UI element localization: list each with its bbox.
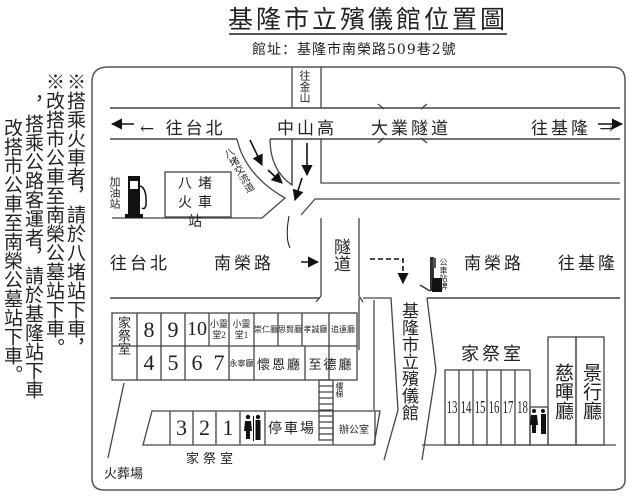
gas-pump-icon	[125, 176, 147, 218]
label-daye-tunnel: 大業隧道	[371, 119, 451, 139]
label-to-taipei-bottom: 往台北	[110, 254, 170, 274]
hall-huaien[interactable]: 懷恩廳	[256, 356, 302, 372]
label-stairs: 樓梯	[335, 382, 344, 398]
label-family-room-west: 家祭室	[115, 316, 130, 355]
hall-zhuiyuan[interactable]: 追遠廳	[331, 325, 355, 334]
parking-lot[interactable]: 停車場	[268, 422, 316, 437]
restroom-icon-east	[530, 409, 546, 434]
note-column-3: ，搭乘公路客運者，請於基隆站下車	[22, 95, 44, 399]
room-7[interactable]: 7	[213, 350, 225, 375]
hall-chongren[interactable]: 崇仁廳	[254, 325, 278, 334]
badu-station-building	[164, 171, 232, 218]
room-18[interactable]: 18	[517, 397, 528, 417]
small-hall-1[interactable]: 小靈堂1	[232, 318, 251, 340]
room-3[interactable]: 3	[176, 415, 187, 440]
hall-sixian[interactable]: 思賢廳	[278, 325, 302, 334]
label-crematorium: 火葬場	[104, 467, 144, 482]
room-4[interactable]: 4	[143, 350, 155, 375]
room-15[interactable]: 15	[474, 397, 486, 417]
room-5[interactable]: 5	[167, 350, 179, 375]
note-column-1: ※搭乘火車者，請於八堵站下車，	[64, 72, 86, 357]
room-14[interactable]: 14	[460, 397, 472, 417]
bus-stop-icon	[419, 257, 442, 292]
room-10[interactable]: 10	[187, 318, 207, 340]
hall-cihui[interactable]: 慈暉廳	[552, 362, 573, 420]
label-to-taipei-top: ← 往台北	[140, 119, 226, 139]
hall-jingxing[interactable]: 景行廳	[580, 362, 601, 420]
label-funeral-home: 基隆市立殯儀館	[398, 302, 418, 421]
address-line: 館址：基隆市南榮路509巷2號	[252, 42, 457, 58]
note-column-4: 改搭市公車至南榮公墓站下車。	[1, 118, 23, 384]
hall-yongning[interactable]: 永寧廳	[229, 358, 254, 368]
hall-zhide[interactable]: 至德廳	[308, 356, 354, 372]
map-frame	[91, 66, 626, 491]
label-zhongshan-highway: 中山高	[277, 119, 337, 139]
room-9[interactable]: 9	[167, 316, 179, 342]
office[interactable]: 辦公室	[339, 424, 369, 436]
room-17[interactable]: 17	[502, 397, 514, 417]
title-underline	[229, 33, 507, 35]
room-8[interactable]: 8	[143, 316, 155, 342]
restroom-icon-west	[244, 414, 261, 441]
label-badu-station: 八堵火車站	[178, 176, 218, 230]
label-family-room-east: 家祭室	[461, 344, 524, 365]
label-family-room-lower: 家祭室	[186, 452, 238, 467]
label-tunnel: 隧道	[330, 238, 350, 272]
hall-xiaocheng[interactable]: 孝誠廳	[303, 325, 328, 334]
map-title: 基隆市立殯儀館位置圖	[228, 5, 509, 34]
room-2[interactable]: 2	[199, 415, 210, 440]
room-16[interactable]: 16	[488, 397, 500, 417]
label-to-jinshan: 往金山	[298, 70, 311, 103]
note-column-2: ※改搭市公車至南榮公墓站下車。	[43, 72, 65, 357]
room-1[interactable]: 1	[222, 415, 234, 440]
label-nanrong-road-left: 南榮路	[214, 254, 274, 274]
room-13[interactable]: 13	[446, 397, 458, 417]
label-gas-station: 加油站	[108, 176, 121, 209]
small-hall-2[interactable]: 小靈堂2	[209, 318, 228, 340]
label-to-keelung-top: 往基隆 →	[531, 119, 617, 139]
label-bus-stop: 公車站牌	[439, 258, 448, 290]
room-6[interactable]: 6	[191, 350, 203, 375]
label-to-keelung-bottom: 往基隆	[558, 254, 618, 274]
label-nanrong-road-right: 南榮路	[464, 254, 524, 274]
